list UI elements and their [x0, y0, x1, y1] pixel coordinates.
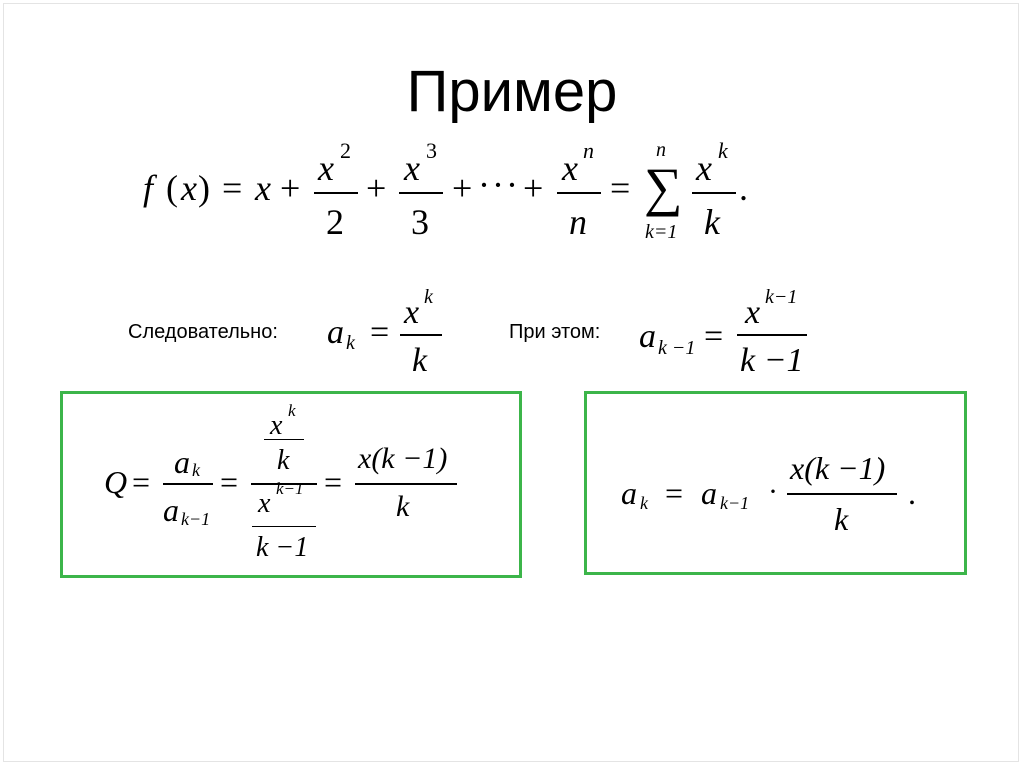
final-a: a: [621, 475, 637, 511]
final-formula-box: [584, 391, 967, 575]
lparen: (: [166, 168, 178, 208]
frac-bar-2: [314, 192, 358, 194]
sum-lower: k=1: [645, 221, 678, 243]
frac-bar-3: [399, 192, 443, 194]
ak-x: x: [404, 294, 420, 331]
q-inner-exp-k: k: [288, 401, 296, 420]
q-result-num: x(k −1): [358, 442, 448, 475]
exp-2: 2: [340, 138, 351, 163]
q-inner-bar-1: [264, 439, 304, 440]
exp-3: 3: [426, 138, 437, 163]
period-main: .: [739, 168, 748, 208]
x-arg: x: [181, 168, 197, 208]
final-period: .: [908, 475, 916, 511]
a-symbol-2: a: [639, 318, 656, 355]
q-frac-bar-2: [251, 483, 317, 485]
equals-2: =: [610, 168, 631, 208]
ak-frac-bar: [400, 334, 442, 336]
final-cdot: ·: [768, 475, 778, 508]
plus-2: +: [366, 168, 387, 208]
rparen: ): [198, 168, 210, 208]
q-inner-exp-km1: k−1: [276, 479, 304, 498]
sigma-icon: ∑: [644, 157, 683, 217]
final-num: x(k −1): [790, 450, 886, 486]
plus-4: +: [523, 168, 544, 208]
q-inner-k: k: [277, 445, 290, 476]
a-sub-k: k: [346, 332, 355, 354]
q-result-den: k: [396, 490, 410, 523]
den-3: 3: [411, 202, 429, 242]
x-term: x: [255, 168, 271, 208]
q-formula-box: [60, 391, 522, 578]
q-symbol: Q: [104, 464, 128, 500]
ak-equals: =: [370, 314, 390, 351]
label-consequently: Следовательно:: [128, 321, 278, 343]
ak1-frac-bar: [737, 334, 807, 336]
q-eq-2: =: [220, 464, 239, 500]
q-inner-x: x: [270, 410, 283, 441]
x-num-n: x: [562, 148, 578, 188]
a-symbol: a: [327, 314, 344, 351]
final-den: k: [834, 501, 849, 537]
q-frac-bar-1: [163, 483, 213, 485]
plus-3: +: [452, 168, 473, 208]
final-eq: =: [665, 475, 684, 511]
f-symbol: f: [143, 168, 154, 208]
x-num-k: x: [696, 148, 712, 188]
q-a-den-sub: k−1: [181, 509, 211, 529]
frac-bar-k: [692, 192, 736, 194]
label-herewith: При этом:: [509, 321, 601, 343]
q-eq-1: =: [132, 464, 151, 500]
q-inner-x-2: x: [258, 488, 271, 519]
final-a2: a: [701, 475, 717, 511]
ak1-equals: =: [704, 318, 724, 355]
slide-frame: [3, 3, 1019, 762]
final-a2-sub: k−1: [720, 493, 750, 513]
ak-exp-k: k: [424, 286, 433, 308]
ak1-exp: k−1: [765, 286, 798, 308]
ak-den: k: [412, 342, 428, 379]
q-frac-bar-3: [355, 483, 457, 485]
den-n: n: [569, 202, 587, 242]
q-inner-bar-2: [252, 526, 316, 527]
frac-bar-n: [557, 192, 601, 194]
q-a-den: a: [163, 492, 179, 528]
q-a-num: a: [174, 444, 190, 480]
den-k: k: [704, 202, 720, 242]
slide-title: Пример: [406, 59, 618, 124]
exp-n: n: [583, 138, 594, 163]
exp-k: k: [718, 138, 728, 163]
q-a-num-sub: k: [192, 460, 200, 480]
x-num-3: x: [404, 148, 420, 188]
ak1-x: x: [745, 294, 761, 331]
equals-1: =: [222, 168, 243, 208]
ak1-den: k −1: [740, 342, 804, 379]
den-2: 2: [326, 202, 344, 242]
a-sub-km1: k −1: [658, 337, 696, 359]
q-eq-3: =: [324, 464, 343, 500]
final-frac-bar: [787, 493, 897, 495]
plus-1: +: [280, 168, 301, 208]
final-a-sub: k: [640, 493, 648, 513]
q-inner-den: k −1: [256, 532, 309, 563]
sum-upper: n: [656, 139, 666, 161]
ellipsis: ···: [478, 165, 520, 205]
x-num-2: x: [318, 148, 334, 188]
